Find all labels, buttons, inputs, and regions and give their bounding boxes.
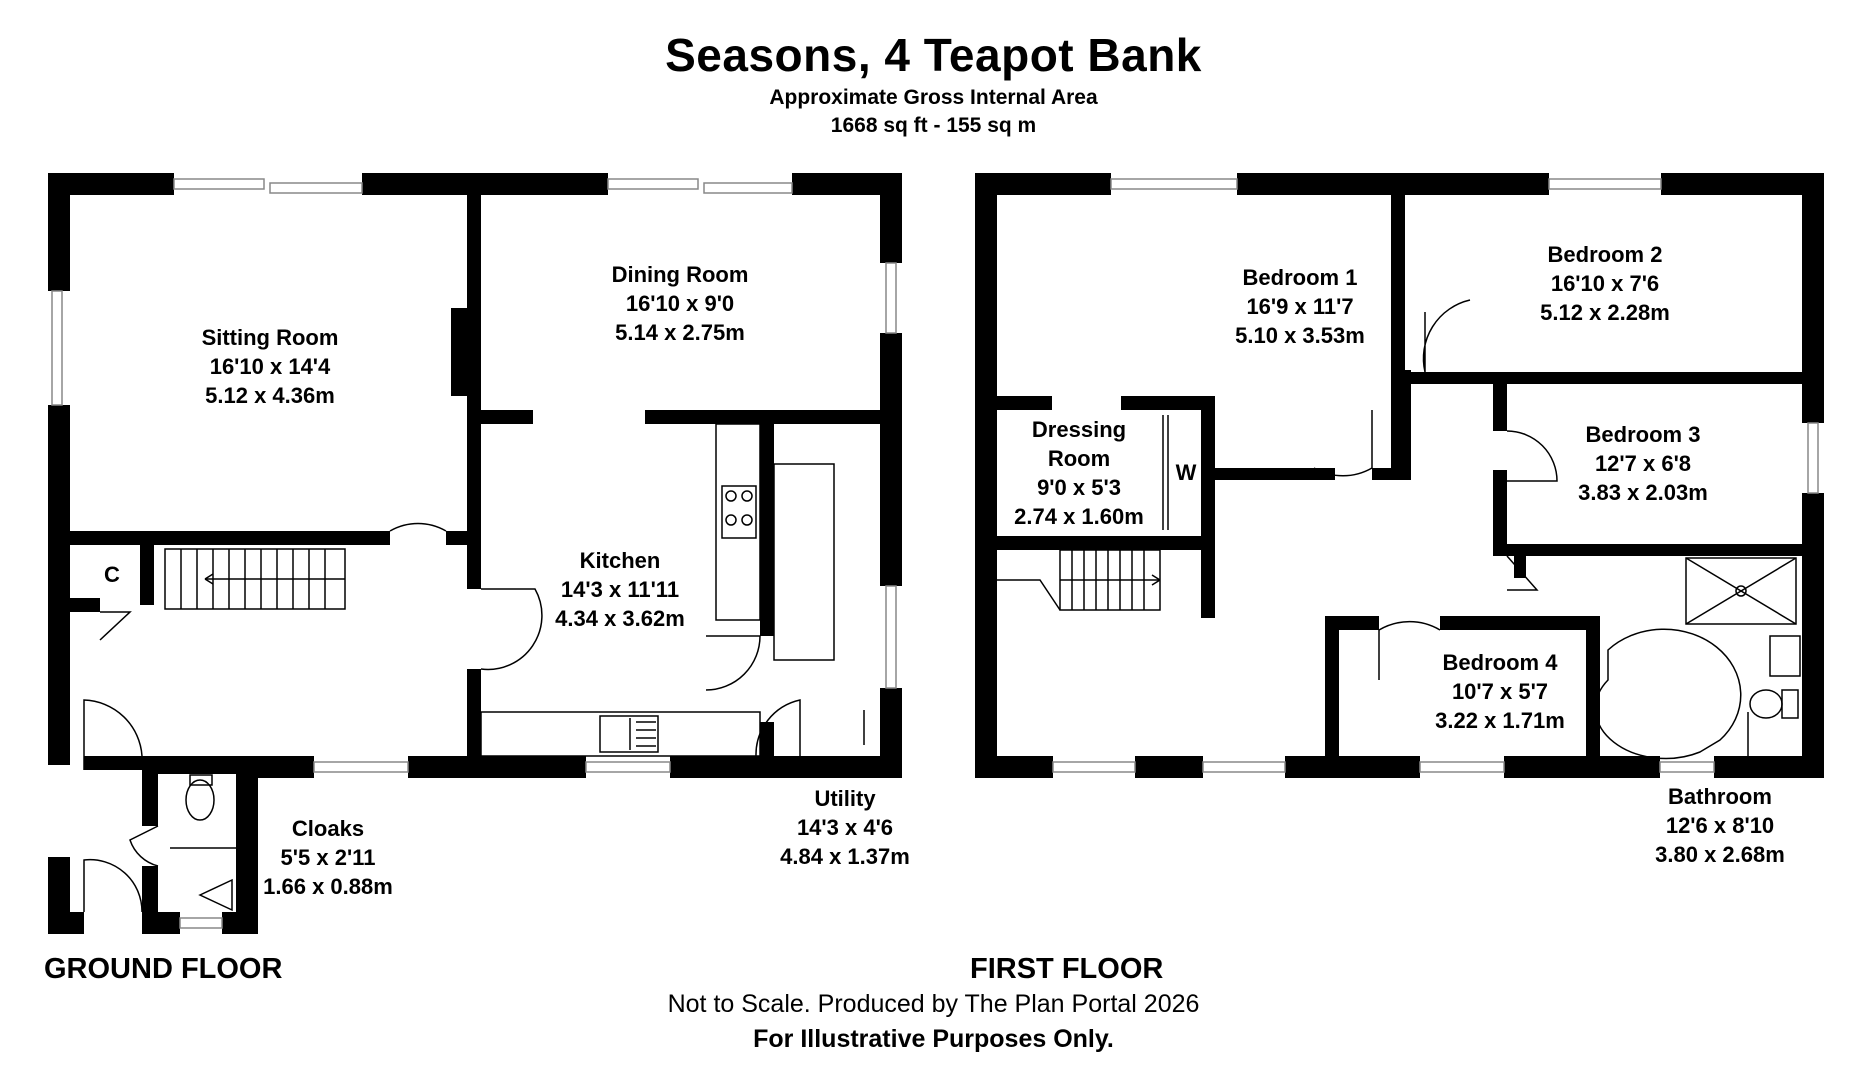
bedroom-2-metric: 5.12 x 2.28m (1540, 300, 1670, 325)
room-sitting-room: Sitting Room 16'10 x 14'4 5.12 x 4.36m (202, 325, 339, 408)
room-bedroom-4: Bedroom 4 10'7 x 5'7 3.22 x 1.71m (1435, 650, 1565, 733)
disclaimer: For Illustrative Purposes Only. (753, 1025, 1114, 1053)
sitting-room-imperial: 16'10 x 14'4 (210, 354, 331, 379)
area-label: Approximate Gross Internal Area (769, 86, 1098, 109)
first-floor-fixtures (997, 299, 1801, 760)
wardrobe-label: W (1176, 460, 1197, 485)
bedroom-3-name: Bedroom 3 (1586, 422, 1701, 447)
dining-room-metric: 5.14 x 2.75m (615, 320, 745, 345)
room-utility: Utility 14'3 x 4'6 4.84 x 1.37m (780, 786, 910, 869)
ground-floor-fixtures (83, 423, 865, 913)
cloaks-metric: 1.66 x 0.88m (263, 874, 393, 899)
bedroom-3-metric: 3.83 x 2.03m (1578, 480, 1708, 505)
scale-note: Not to Scale. Produced by The Plan Porta… (667, 990, 1200, 1018)
dining-room-name: Dining Room (612, 262, 749, 287)
room-cloaks: Cloaks 5'5 x 2'11 1.66 x 0.88m (263, 816, 393, 899)
utility-name: Utility (814, 786, 876, 811)
plan-title: Seasons, 4 Teapot Bank (665, 29, 1202, 81)
bedroom-1-imperial: 16'9 x 11'7 (1246, 294, 1353, 319)
cupboard-label: C (104, 562, 120, 587)
bedroom-4-metric: 3.22 x 1.71m (1435, 708, 1565, 733)
ground-floor-label: GROUND FLOOR (44, 953, 282, 985)
kitchen-imperial: 14'3 x 11'11 (561, 577, 679, 602)
sitting-room-metric: 5.12 x 4.36m (205, 383, 335, 408)
dressing-room-imperial: 9'0 x 5'3 (1037, 475, 1121, 500)
bathroom-metric: 3.80 x 2.68m (1655, 842, 1785, 867)
bathroom-imperial: 12'6 x 8'10 (1666, 813, 1774, 838)
room-bathroom: Bathroom 12'6 x 8'10 3.80 x 2.68m (1655, 784, 1785, 867)
kitchen-name: Kitchen (580, 548, 661, 573)
dressing-room-name-line2: Room (1048, 446, 1110, 471)
room-dining-room: Dining Room 16'10 x 9'0 5.14 x 2.75m (612, 262, 749, 345)
dressing-room-metric: 2.74 x 1.60m (1014, 504, 1144, 529)
ground-floor-windows (51, 178, 897, 929)
room-dressing-room: Dressing Room 9'0 x 5'3 2.74 x 1.60m (1014, 417, 1144, 529)
utility-metric: 4.84 x 1.37m (780, 844, 910, 869)
cloaks-name: Cloaks (292, 816, 364, 841)
first-floor-label: FIRST FLOOR (970, 953, 1163, 985)
dressing-room-name-line1: Dressing (1032, 417, 1126, 442)
room-bedroom-1: Bedroom 1 16'9 x 11'7 5.10 x 3.53m (1235, 265, 1365, 348)
ground-floor-walls (48, 173, 902, 934)
kitchen-metric: 4.34 x 3.62m (555, 606, 685, 631)
room-kitchen: Kitchen 14'3 x 11'11 4.34 x 3.62m (555, 548, 685, 631)
bedroom-3-imperial: 12'7 x 6'8 (1595, 451, 1691, 476)
bedroom-4-name: Bedroom 4 (1443, 650, 1559, 675)
room-bedroom-3: Bedroom 3 12'7 x 6'8 3.83 x 2.03m (1578, 422, 1708, 505)
bedroom-1-name: Bedroom 1 (1243, 265, 1358, 290)
room-bedroom-2: Bedroom 2 16'10 x 7'6 5.12 x 2.28m (1540, 242, 1670, 325)
sitting-room-name: Sitting Room (202, 325, 339, 350)
bedroom-2-name: Bedroom 2 (1548, 242, 1663, 267)
utility-imperial: 14'3 x 4'6 (797, 815, 893, 840)
bedroom-4-imperial: 10'7 x 5'7 (1452, 679, 1548, 704)
bedroom-2-imperial: 16'10 x 7'6 (1551, 271, 1659, 296)
bedroom-1-metric: 5.10 x 3.53m (1235, 323, 1365, 348)
cloaks-imperial: 5'5 x 2'11 (281, 845, 376, 870)
dining-room-imperial: 16'10 x 9'0 (626, 291, 734, 316)
bathroom-name: Bathroom (1668, 784, 1772, 809)
area-value: 1668 sq ft - 155 sq m (830, 114, 1037, 137)
first-floor-windows (1052, 178, 1819, 773)
first-floor-walls (975, 173, 1824, 778)
